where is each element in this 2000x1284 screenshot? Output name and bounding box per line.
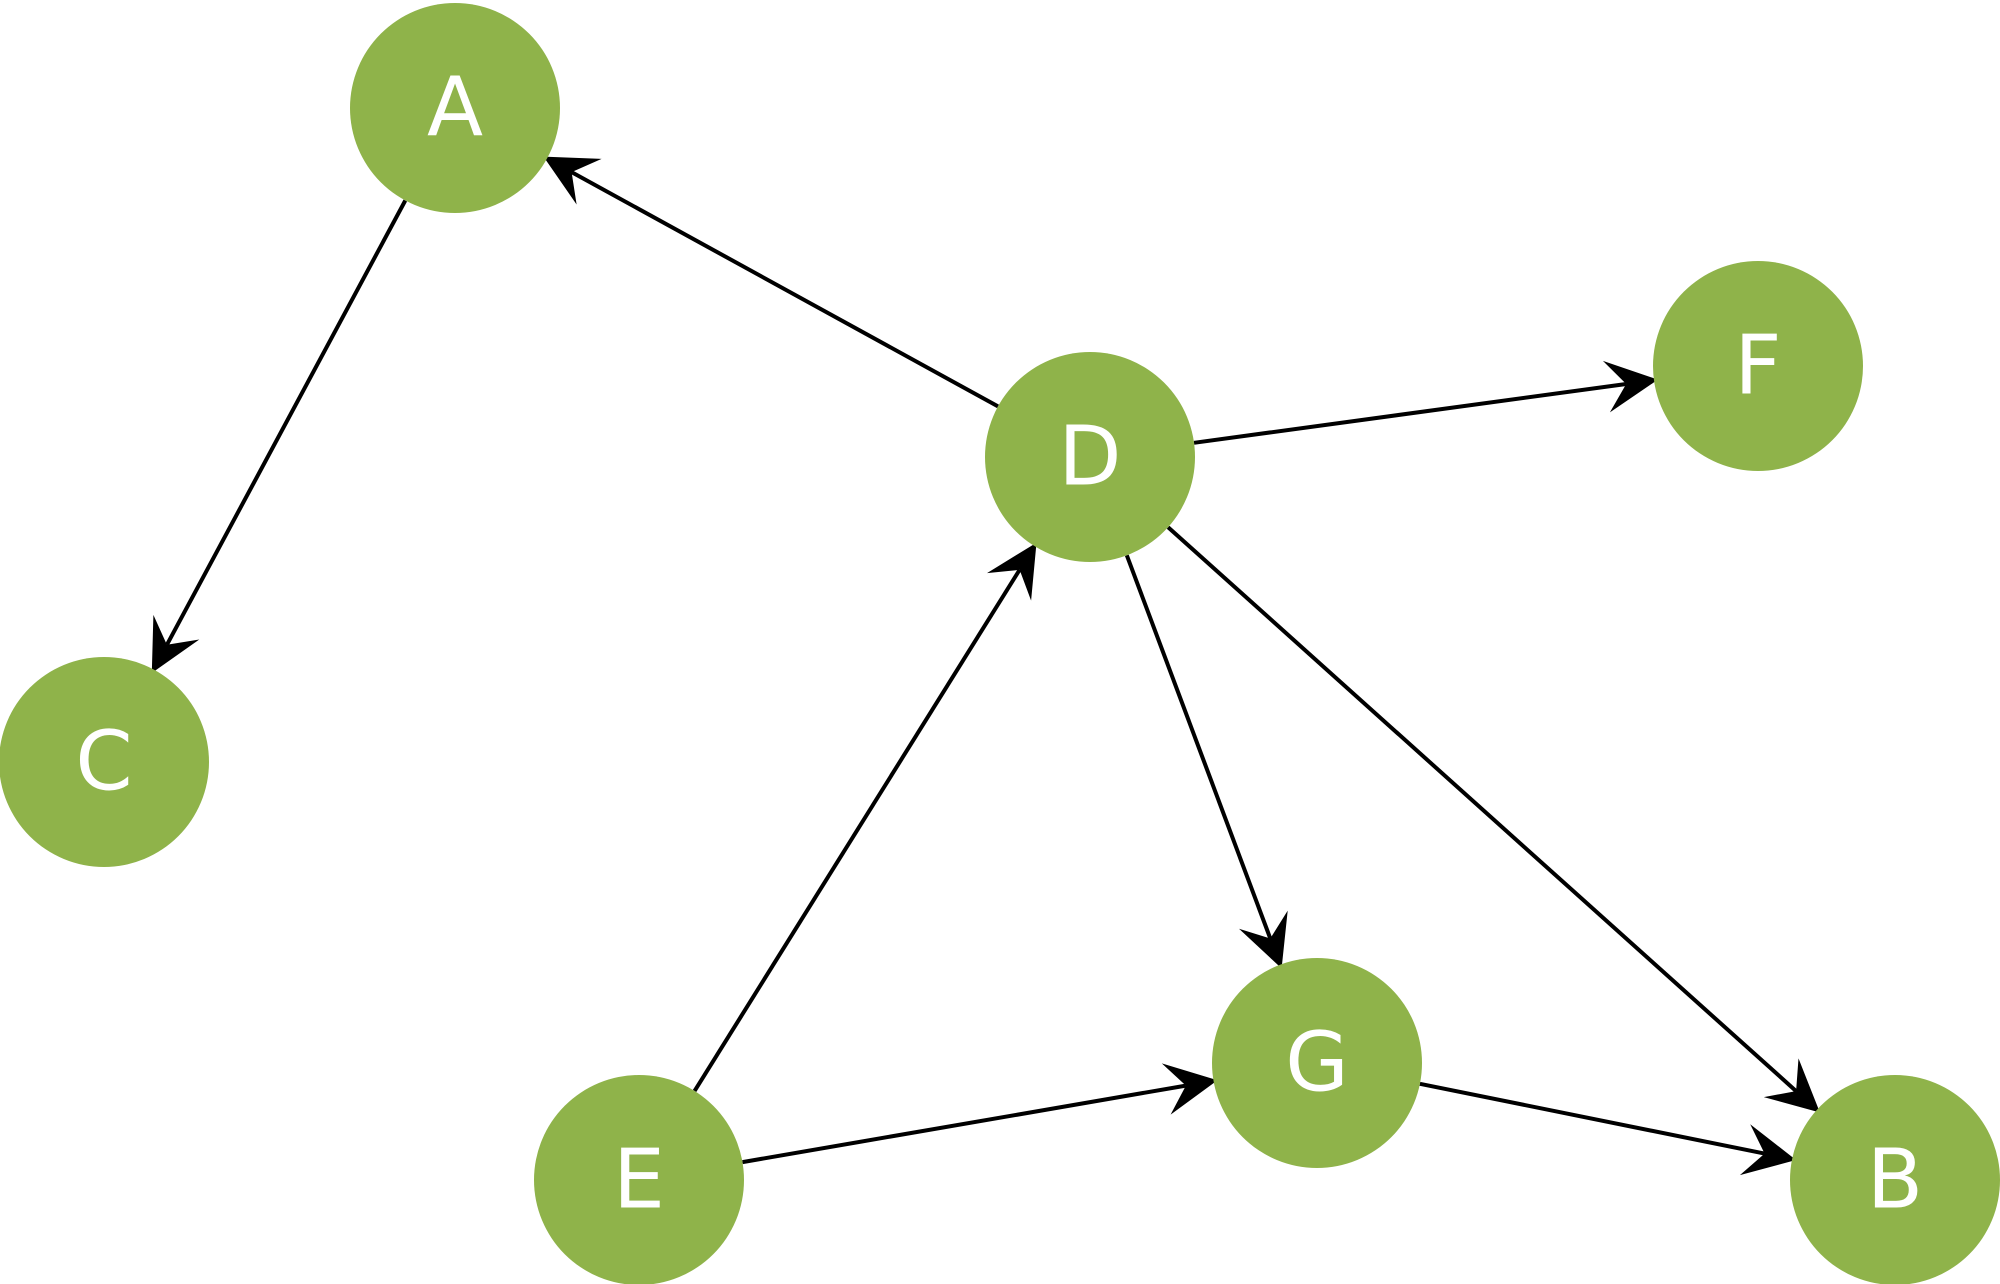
nodes-layer: A B C D E F G [0, 3, 2000, 1284]
edge-line [692, 568, 1022, 1092]
edge-line [1193, 382, 1627, 445]
edge-d-to-b [1166, 525, 1820, 1113]
arrow-head-icon [151, 614, 200, 673]
edge-d-to-g [1124, 554, 1288, 969]
node-a: A [350, 3, 560, 213]
edge-line [742, 1083, 1187, 1165]
edge-d-to-a [543, 156, 999, 409]
arrow-head-icon [543, 156, 602, 205]
node-circle [534, 1075, 744, 1284]
node-b: B [1790, 1075, 2000, 1284]
node-label: F [1734, 319, 1781, 414]
node-circle [1790, 1075, 2000, 1284]
node-label: G [1285, 1016, 1349, 1111]
node-circle [0, 657, 209, 867]
node-g: G [1212, 958, 1422, 1168]
edge-line [165, 199, 408, 646]
edge-line [570, 170, 999, 409]
arrow-head-icon [987, 542, 1037, 601]
node-label: B [1867, 1133, 1923, 1228]
node-label: D [1058, 410, 1121, 505]
node-label: C [75, 715, 132, 810]
edge-d-to-f [1193, 360, 1658, 445]
node-f: F [1653, 261, 1863, 471]
edge-line [1124, 554, 1273, 940]
node-e: E [534, 1075, 744, 1284]
node-d: D [985, 352, 1195, 562]
arrow-head-icon [1739, 1124, 1796, 1176]
node-circle [1212, 958, 1422, 1168]
edge-a-to-c [151, 199, 408, 673]
edge-e-to-d [692, 542, 1037, 1092]
edge-line [1166, 525, 1798, 1093]
edges-layer [151, 156, 1820, 1176]
node-circle [350, 3, 560, 213]
node-label: E [613, 1133, 665, 1228]
node-c: C [0, 657, 209, 867]
arrow-head-icon [1602, 360, 1658, 413]
arrow-head-icon [1161, 1063, 1218, 1115]
arrow-head-icon [1763, 1058, 1820, 1113]
edge-e-to-g [742, 1063, 1218, 1165]
edge-line [1419, 1081, 1765, 1156]
node-circle [1653, 261, 1863, 471]
node-label: A [427, 61, 483, 156]
node-circle [985, 352, 1195, 562]
edge-g-to-b [1419, 1081, 1796, 1176]
arrow-head-icon [1239, 910, 1288, 969]
